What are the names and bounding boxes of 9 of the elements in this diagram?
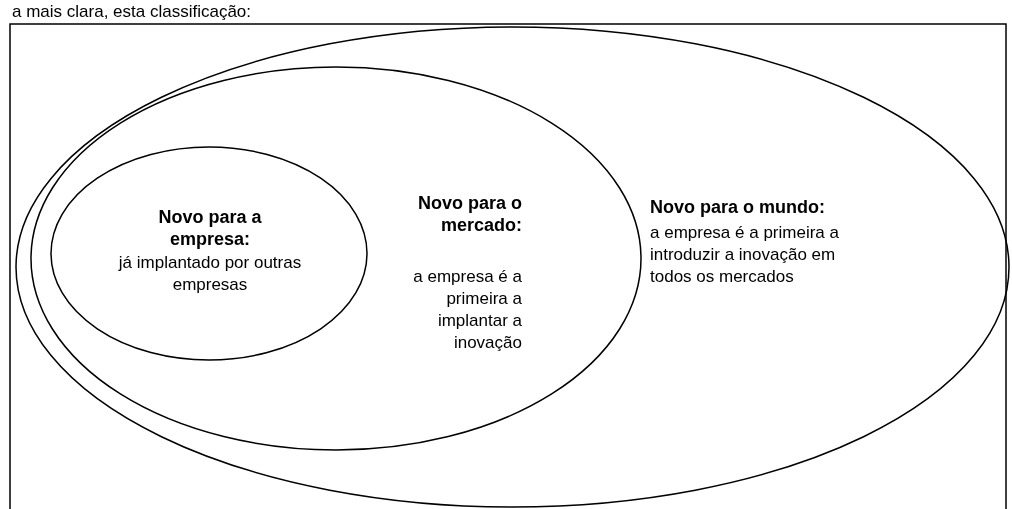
region-description: a empresa é a primeira a introduzir a inovação em todos os mercados — [650, 222, 840, 288]
region-heading: Novo para o mundo: — [650, 196, 826, 218]
intro-text: a mais clara, esta classificação: — [12, 1, 252, 23]
region-heading: Novo para o mercado: — [416, 192, 522, 236]
region-description: a empresa é a primeira a implantar a inovação — [412, 266, 522, 354]
region-description: já implantado por outras empresas — [117, 252, 303, 296]
ellipse-region — [50, 146, 368, 361]
ellipse-region — [30, 66, 642, 451]
region-heading: Novo para a empresa: — [157, 206, 263, 250]
